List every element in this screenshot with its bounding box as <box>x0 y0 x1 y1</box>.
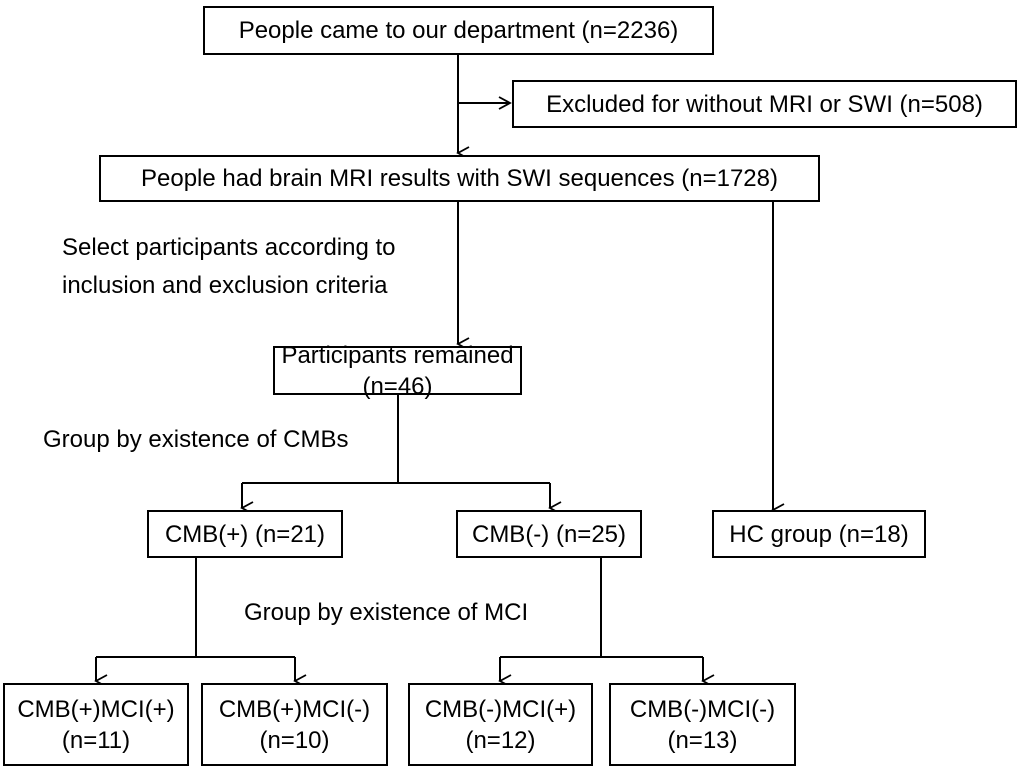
node-cmb-pos-mci-neg: CMB(+)MCI(-) (n=10) <box>201 683 388 766</box>
node-pp-name: CMB(+)MCI(+) <box>17 695 175 723</box>
node-start-text: People came to our department (n=2236) <box>238 17 679 44</box>
label-group-mci: Group by existence of MCI <box>244 599 529 626</box>
node-excluded: Excluded for without MRI or SWI (n=508) <box>512 80 1017 128</box>
node-cmb-pos: CMB(+) (n=21) <box>147 510 343 558</box>
node-hc-text: HC group (n=18) <box>729 520 909 548</box>
node-cmb-neg-mci-neg: CMB(-)MCI(-) (n=13) <box>609 683 796 766</box>
node-cmb-pos-mci-pos: CMB(+)MCI(+) (n=11) <box>3 683 189 766</box>
node-cmb-neg-text: CMB(-) (n=25) <box>471 520 627 548</box>
node-pp-n: (n=11) <box>61 726 131 754</box>
node-excluded-text: Excluded for without MRI or SWI (n=508) <box>546 90 983 118</box>
node-start: People came to our department (n=2236) <box>203 6 714 55</box>
node-nn-n: (n=13) <box>667 726 738 754</box>
node-mri-text: People had brain MRI results with SWI se… <box>141 165 778 192</box>
node-nn-name: CMB(-)MCI(-) <box>629 695 776 723</box>
label-select-line1: Select participants according to <box>62 234 396 261</box>
label-group-cmb: Group by existence of CMBs <box>43 426 349 453</box>
node-np-n: (n=12) <box>465 726 536 754</box>
node-pn-name: CMB(+)MCI(-) <box>218 695 371 723</box>
node-mri: People had brain MRI results with SWI se… <box>99 155 820 202</box>
node-remained-text: Participants remained (n=46) <box>281 341 514 400</box>
node-hc: HC group (n=18) <box>712 510 926 558</box>
node-cmb-neg: CMB(-) (n=25) <box>456 510 642 558</box>
node-cmb-pos-text: CMB(+) (n=21) <box>164 520 326 548</box>
node-pn-n: (n=10) <box>259 726 330 754</box>
node-cmb-neg-mci-pos: CMB(-)MCI(+) (n=12) <box>408 683 593 766</box>
label-select-line2: inclusion and exclusion criteria <box>62 272 388 299</box>
node-remained: Participants remained (n=46) <box>273 342 522 400</box>
node-np-name: CMB(-)MCI(+) <box>424 695 577 723</box>
